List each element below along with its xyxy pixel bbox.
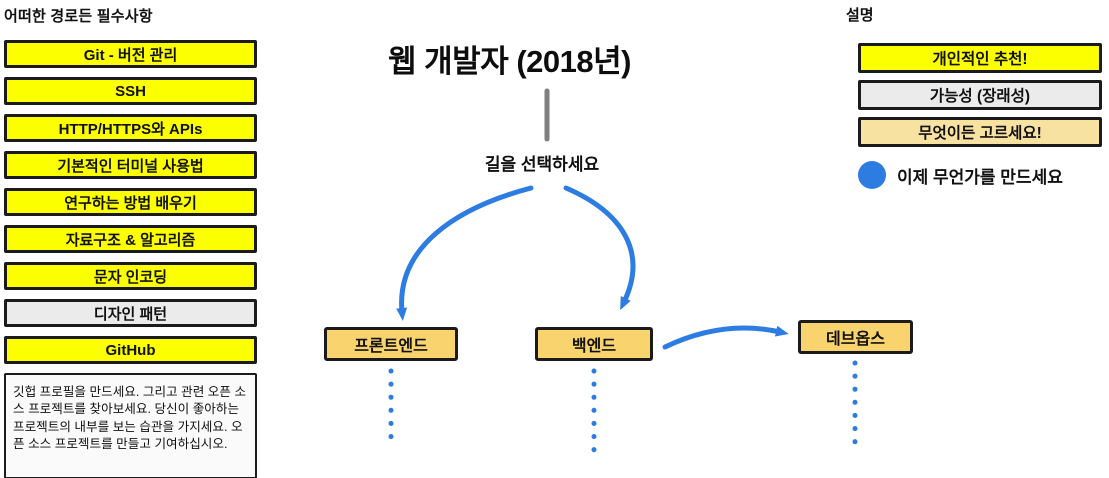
github-note: 깃헙 프로필을 만드세요. 그리고 관련 오픈 소스 프로젝트를 찾아보세요. … — [4, 373, 257, 478]
page-title: 웹 개발자 (2018년) — [388, 44, 631, 79]
arrow-to-frontend — [396, 185, 534, 321]
legend-personal-recommendation: 개인적인 추천! — [858, 43, 1102, 73]
build-something-label: 이제 무언가를 만드세요 — [897, 167, 1063, 187]
topic-terminal-usage: 기본적인 터미널 사용법 — [4, 151, 257, 179]
legend-pick-anything: 무엇이든 고르세요! — [858, 117, 1102, 147]
arrow-to-backend — [563, 185, 636, 311]
legend-boxes: 개인적인 추천! 가능성 (장래성) 무엇이든 고르세요! — [858, 43, 1102, 147]
node-devops: 데브옵스 — [798, 320, 913, 354]
legend-build-row: 이제 무언가를 만드세요 — [858, 161, 1102, 189]
topic-data-structures-algorithms: 자료구조 & 알고리즘 — [4, 225, 257, 253]
legend-possibility: 가능성 (장래성) — [858, 80, 1102, 110]
arrow-backend-to-devops — [662, 325, 789, 350]
legend-panel: 설명 개인적인 추천! 가능성 (장래성) 무엇이든 고르세요! 이제 무언가를… — [846, 4, 1102, 189]
topic-ssh: SSH — [4, 77, 257, 105]
required-topics-panel: 어떠한 경로든 필수사항 Git - 버전 관리 SSH HTTP/HTTPS와… — [4, 3, 257, 478]
blue-circle-icon — [858, 161, 886, 189]
legend-title: 설명 — [846, 7, 874, 24]
topic-character-encoding: 문자 인코딩 — [4, 262, 257, 290]
topic-http-apis: HTTP/HTTPS와 APIs — [4, 114, 257, 142]
topic-github: GitHub — [4, 336, 257, 364]
choose-path-label: 길을 선택하세요 — [484, 155, 600, 174]
topic-design-patterns: 디자인 패턴 — [4, 299, 257, 327]
required-topics-title: 어떠한 경로든 필수사항 — [4, 8, 153, 25]
topic-git: Git - 버전 관리 — [4, 40, 257, 68]
topic-how-to-research: 연구하는 방법 배우기 — [4, 188, 257, 216]
node-backend: 백엔드 — [535, 327, 653, 361]
node-frontend: 프론트엔드 — [324, 327, 458, 361]
